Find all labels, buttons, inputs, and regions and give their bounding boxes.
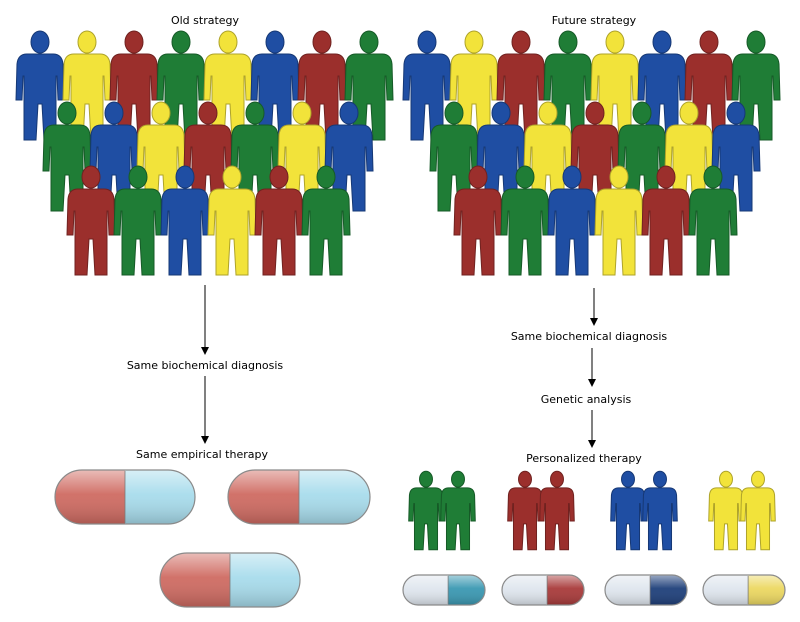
person-figure bbox=[301, 165, 351, 276]
personalized-capsule bbox=[604, 574, 688, 606]
future-strategy-title: Future strategy bbox=[552, 14, 637, 27]
person-figure bbox=[15, 30, 65, 141]
old-diagnosis-label: Same biochemical diagnosis bbox=[127, 359, 284, 372]
personalized-capsule bbox=[702, 574, 786, 606]
person-figure bbox=[440, 470, 476, 551]
person-figure bbox=[408, 470, 444, 551]
person-figure bbox=[254, 165, 304, 276]
person-figure bbox=[507, 470, 543, 551]
personalized-groups bbox=[402, 470, 786, 606]
person-figure bbox=[708, 470, 744, 551]
old-empirical-capsules bbox=[54, 469, 371, 608]
person-figure bbox=[160, 165, 210, 276]
person-figure bbox=[688, 165, 738, 276]
genetic-analysis-label: Genetic analysis bbox=[541, 393, 632, 406]
personalized-group bbox=[702, 470, 786, 606]
person-figure bbox=[641, 165, 691, 276]
future-strategy-crowd bbox=[402, 30, 781, 276]
person-figure bbox=[113, 165, 163, 276]
personalized-capsule bbox=[402, 574, 486, 606]
person-figure bbox=[207, 165, 257, 276]
person-figure bbox=[66, 165, 116, 276]
old-therapy-label: Same empirical therapy bbox=[136, 448, 268, 461]
capsule bbox=[227, 469, 371, 525]
person-figure bbox=[642, 470, 678, 551]
person-figure bbox=[539, 470, 575, 551]
person-figure bbox=[500, 165, 550, 276]
personalized-group bbox=[604, 470, 688, 606]
person-figure bbox=[610, 470, 646, 551]
person-figure bbox=[594, 165, 644, 276]
old-strategy-title: Old strategy bbox=[171, 14, 240, 27]
person-figure bbox=[453, 165, 503, 276]
person-figure bbox=[402, 30, 452, 141]
personalized-group bbox=[402, 470, 486, 606]
personalized-group bbox=[501, 470, 585, 606]
capsule bbox=[159, 552, 301, 608]
personalized-capsule bbox=[501, 574, 585, 606]
capsule bbox=[54, 469, 196, 525]
old-strategy-crowd bbox=[15, 30, 394, 276]
personalized-therapy-label: Personalized therapy bbox=[526, 452, 642, 465]
person-figure bbox=[547, 165, 597, 276]
person-figure bbox=[740, 470, 776, 551]
future-diagnosis-label: Same biochemical diagnosis bbox=[511, 330, 668, 343]
